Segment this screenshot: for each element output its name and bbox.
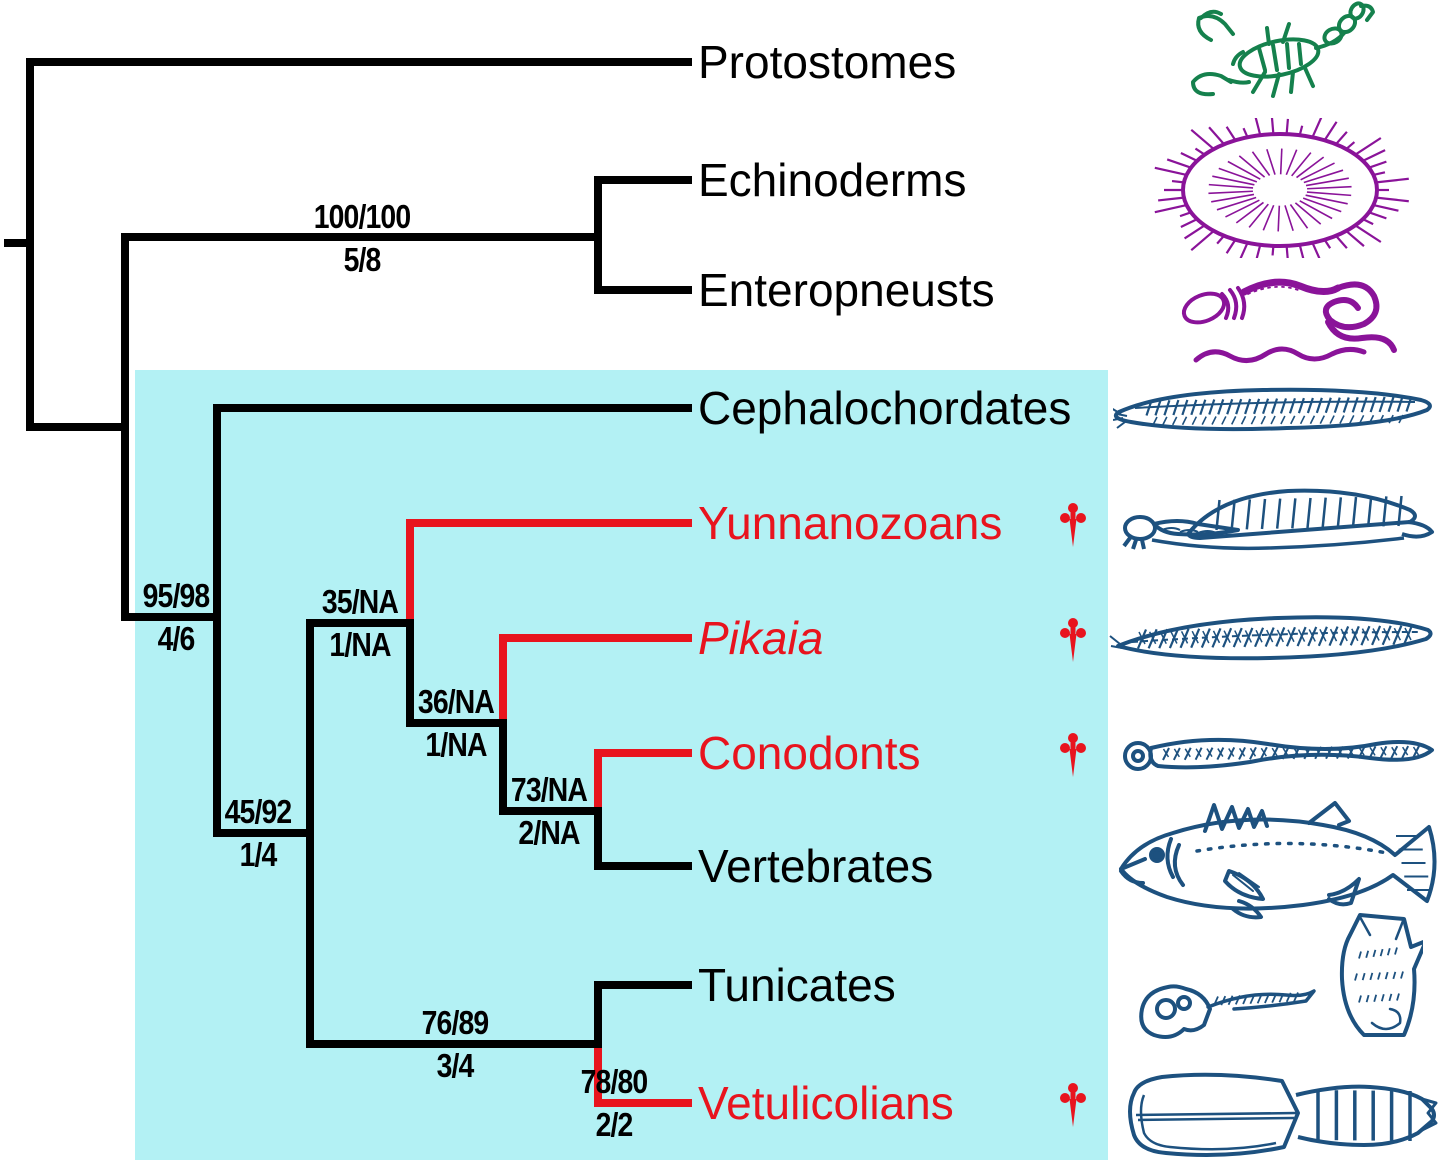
node-decay-vetulicolia: 2/2: [595, 1106, 634, 1143]
taxon-label-conodonts: Conodonts: [698, 727, 921, 779]
vetulicolian-illustration: [1128, 1072, 1438, 1157]
node-decay-tunicata-clade: 3/4: [436, 1047, 475, 1084]
lancelet-myomeres: [1145, 396, 1413, 426]
fish-tail-rays: [1396, 835, 1431, 891]
node-decay-chordata: 4/6: [157, 620, 196, 657]
urchin-texture: [1208, 148, 1352, 232]
node-support-ambulacraria: 100/100: [313, 198, 411, 235]
extant-branches: [4, 58, 692, 1048]
fish-illustration: [1119, 801, 1437, 920]
dagger-icon-vetulicolians: [1060, 1083, 1086, 1127]
dagger-icon-conodonts: [1060, 733, 1086, 777]
node-support-clade5: 36/NA: [417, 683, 495, 720]
node-decay-clade6: 2/NA: [518, 814, 580, 851]
taxon-label-protostomes: Protostomes: [698, 36, 957, 88]
yunnanozoan-illustration: [1122, 488, 1434, 551]
node-support-clade4: 35/NA: [321, 583, 399, 620]
tunicate-adult-texture: [1354, 947, 1404, 1003]
node-decay-clade4: 1/NA: [329, 626, 391, 663]
lancelet-illustration: [1113, 387, 1432, 432]
conodont-myomeres: [1162, 745, 1420, 761]
taxon-label-cephalochordates: Cephalochordates: [698, 382, 1072, 434]
taxon-label-vetulicolians: Vetulicolians: [698, 1077, 954, 1129]
taxon-label-echinoderms: Echinoderms: [698, 154, 967, 206]
vetulicolian-segments: [1316, 1090, 1412, 1141]
node-support-clade3: 45/92: [224, 793, 293, 830]
sea-urchin-illustration: [1154, 118, 1409, 258]
dagger-icon-yunnanozoans: [1060, 503, 1086, 547]
yunnanozoan-ribs: [1215, 495, 1403, 531]
tunicates-illustration: [1139, 913, 1423, 1039]
acorn-worm-illustration: [1181, 278, 1397, 363]
dagger-icon-pikaia: [1060, 618, 1086, 662]
node-support-vetulicolia: 78/80: [580, 1063, 649, 1100]
taxon-label-yunnanozoans: Yunnanozoans: [698, 497, 1003, 549]
scorpion-illustration: [1191, 1, 1375, 98]
node-support-clade6: 73/NA: [510, 771, 588, 808]
taxon-label-tunicates: Tunicates: [698, 959, 896, 1011]
pikaia-myomeres: [1136, 625, 1414, 649]
node-support-tunicata-clade: 76/89: [421, 1004, 490, 1041]
node-decay-clade5: 1/NA: [425, 726, 487, 763]
urchin-spines: [1154, 118, 1409, 258]
taxon-label-vertebrates: Vertebrates: [698, 840, 934, 892]
tunicate-larva-tail-hatch: [1213, 992, 1299, 1006]
node-support-chordata: 95/98: [142, 577, 211, 614]
pikaia-illustration: [1109, 615, 1433, 661]
node-decay-clade3: 1/4: [239, 836, 278, 873]
node-decay-ambulacraria: 5/8: [343, 241, 382, 278]
conodont-illustration: [1123, 737, 1434, 771]
taxon-label-pikaia: Pikaia: [698, 612, 824, 664]
chordata-highlight-box: [135, 370, 1108, 1160]
taxon-label-enteropneusts: Enteropneusts: [698, 264, 995, 316]
extinct-branches: [406, 519, 692, 1107]
